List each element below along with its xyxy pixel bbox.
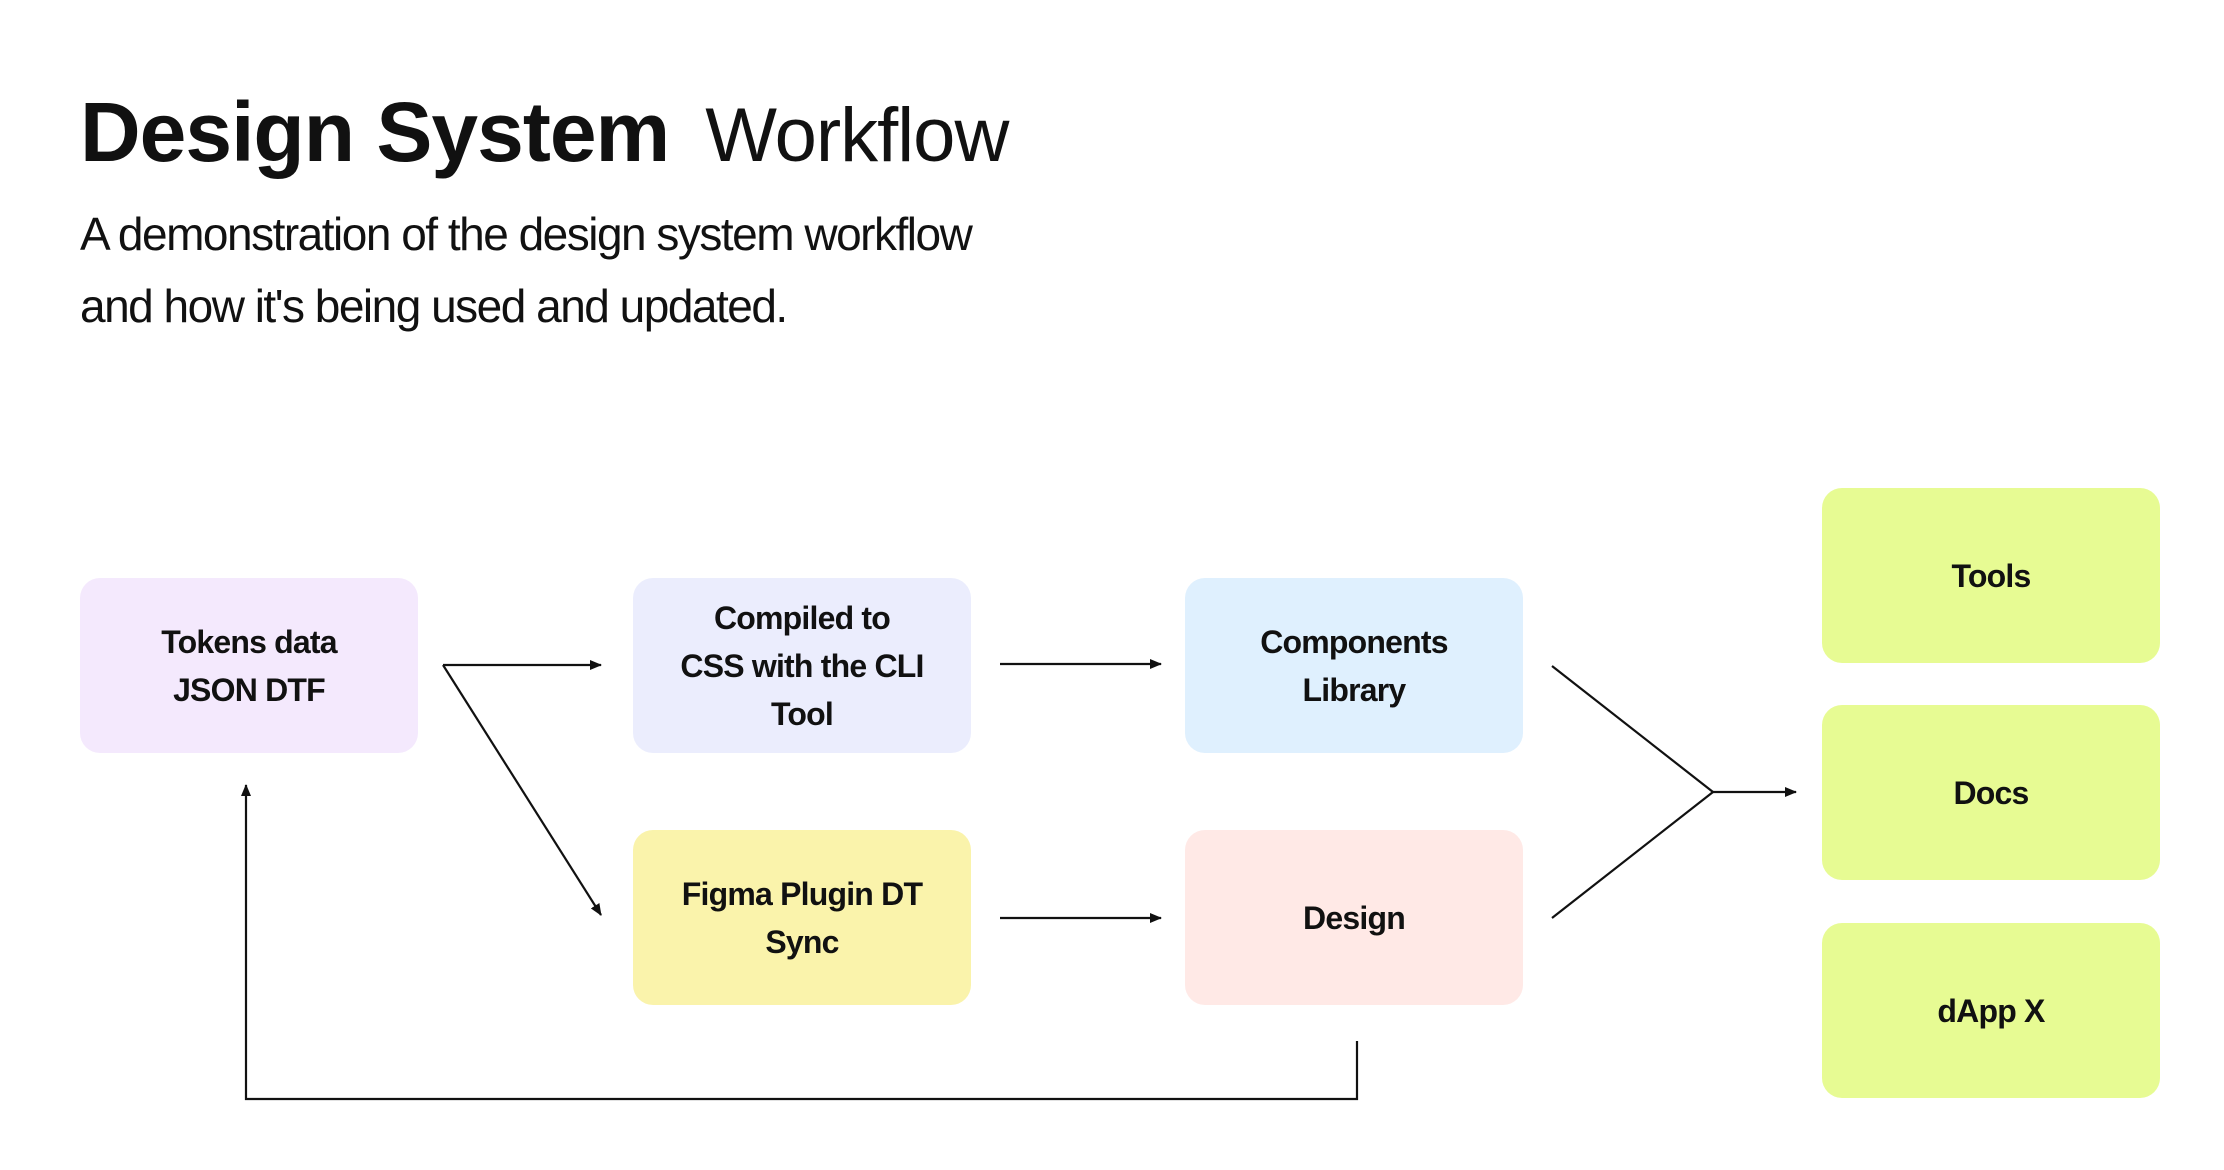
title-strong: Design System bbox=[80, 85, 670, 179]
subtitle-line-1: A demonstration of the design system wor… bbox=[80, 208, 973, 260]
node-docs: Docs bbox=[1822, 705, 2160, 880]
subtitle-line-2: and how it's being used and updated. bbox=[80, 280, 788, 332]
node-dapp-x: dApp X bbox=[1822, 923, 2160, 1098]
edge-components-merge bbox=[1551, 665, 1714, 793]
node-design: Design bbox=[1185, 830, 1523, 1005]
node-design-label: Design bbox=[1303, 899, 1406, 936]
node-docs-label: Docs bbox=[1953, 774, 2029, 811]
title-light: Workflow bbox=[705, 93, 1009, 178]
page-subtitle: A demonstration of the design system wor… bbox=[80, 198, 973, 342]
page-title: Design System Workflow bbox=[80, 84, 1009, 181]
node-tools-label: Tools bbox=[1951, 557, 2032, 594]
node-tools: Tools bbox=[1822, 488, 2160, 663]
node-dapp-label: dApp X bbox=[1937, 992, 2045, 1029]
edge-tokens-figma bbox=[442, 664, 602, 916]
edge-design-merge bbox=[1551, 791, 1714, 919]
edge-design-feedback-tokens bbox=[241, 784, 1359, 1101]
